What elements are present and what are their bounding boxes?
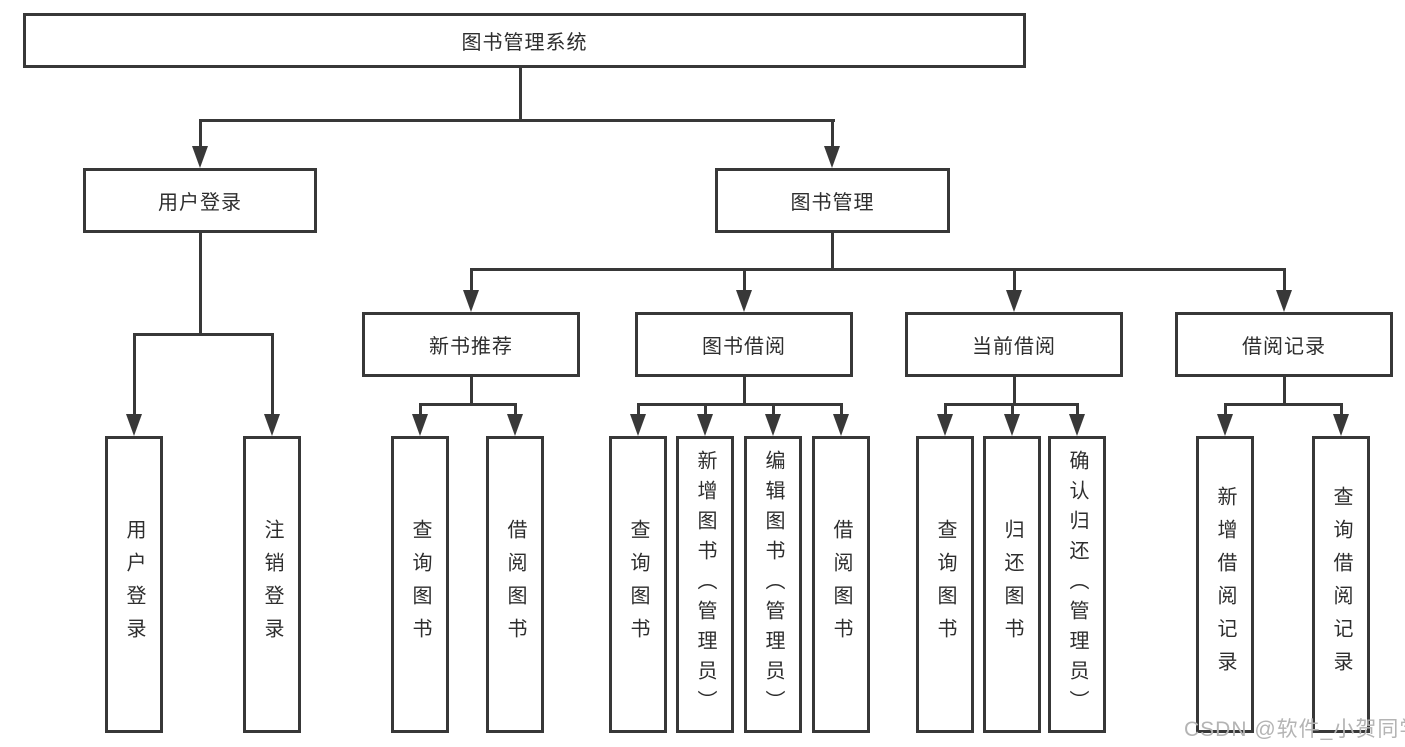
arrow-down-icon — [126, 414, 142, 436]
node-label: 借阅记录 — [1242, 336, 1326, 358]
node-label: 当前借阅 — [972, 336, 1056, 358]
leaf-label: 借阅图书 — [830, 518, 852, 651]
connector-line — [743, 268, 746, 292]
arrow-down-icon — [833, 414, 849, 436]
leaf-borrow-books: 借阅图书 — [812, 436, 870, 733]
connector-line — [840, 403, 843, 418]
leaf-user-login: 用户登录 — [105, 436, 163, 733]
connector-line — [199, 233, 202, 336]
arrow-down-icon — [1004, 414, 1020, 436]
leaf-label: 新增图书（管理员） — [694, 449, 716, 720]
leaf-query-books-recommend: 查询图书 — [391, 436, 449, 733]
connector-line — [772, 403, 775, 418]
leaf-confirm-return-admin: 确认归还（管理员） — [1048, 436, 1106, 733]
leaf-logout: 注销登录 — [243, 436, 301, 733]
connector-line — [1283, 268, 1286, 292]
connector-line — [1076, 403, 1079, 418]
connector-line — [831, 119, 834, 148]
node-new-book-recommend: 新书推荐 — [362, 312, 580, 377]
connector-line — [1224, 403, 1227, 418]
leaf-label: 归还图书 — [1001, 518, 1023, 651]
connector-line — [199, 119, 835, 122]
node-user-login: 用户登录 — [83, 168, 317, 233]
arrow-down-icon — [463, 290, 479, 312]
connector-line — [514, 403, 517, 418]
leaf-add-borrow-record: 新增借阅记录 — [1196, 436, 1254, 733]
leaf-edit-books-admin: 编辑图书（管理员） — [744, 436, 802, 733]
connector-line — [743, 377, 746, 406]
connector-line — [831, 233, 834, 271]
connector-line — [1013, 377, 1016, 406]
node-label: 图书管理 — [790, 192, 875, 214]
connector-line — [470, 377, 473, 406]
connector-line — [199, 119, 202, 148]
connector-line — [470, 268, 473, 292]
arrow-down-icon — [1276, 290, 1292, 312]
leaf-query-books-current: 查询图书 — [916, 436, 974, 733]
leaf-query-borrow-record: 查询借阅记录 — [1312, 436, 1370, 733]
node-library-system: 图书管理系统 — [23, 13, 1026, 68]
node-label: 新书推荐 — [429, 336, 513, 358]
arrow-down-icon — [507, 414, 523, 436]
connector-line — [1013, 268, 1016, 292]
arrow-down-icon — [1333, 414, 1349, 436]
csdn-watermark: CSDN @软件_小贺同学 — [1184, 718, 1405, 741]
connector-line — [271, 333, 274, 416]
leaf-label: 查询借阅记录 — [1330, 485, 1352, 684]
connector-line — [1224, 403, 1343, 406]
arrow-down-icon — [264, 414, 280, 436]
connector-line — [419, 403, 422, 418]
connector-line — [637, 403, 640, 418]
arrow-down-icon — [937, 414, 953, 436]
connector-line — [944, 403, 947, 418]
connector-line — [637, 403, 843, 406]
arrow-down-icon — [630, 414, 646, 436]
node-borrowing-records: 借阅记录 — [1175, 312, 1393, 377]
arrow-down-icon — [1006, 290, 1022, 312]
leaf-add-books-admin: 新增图书（管理员） — [676, 436, 734, 733]
connector-line — [133, 333, 136, 416]
leaf-label: 查询图书 — [934, 518, 956, 651]
arrow-down-icon — [412, 414, 428, 436]
connector-line — [1283, 377, 1286, 406]
leaf-label: 查询图书 — [409, 518, 431, 651]
leaf-label: 新增借阅记录 — [1214, 485, 1236, 684]
leaf-query-books-borrowing: 查询图书 — [609, 436, 667, 733]
arrow-down-icon — [697, 414, 713, 436]
node-book-management: 图书管理 — [715, 168, 950, 233]
leaf-label: 查询图书 — [627, 518, 649, 651]
connector-line — [419, 403, 517, 406]
arrow-down-icon — [192, 146, 208, 168]
leaf-return-books: 归还图书 — [983, 436, 1041, 733]
leaf-label: 注销登录 — [261, 518, 283, 651]
node-label: 用户登录 — [158, 192, 242, 214]
node-label: 图书管理系统 — [461, 32, 588, 54]
arrow-down-icon — [1069, 414, 1085, 436]
connector-line — [470, 268, 1286, 271]
node-book-borrowing: 图书借阅 — [635, 312, 853, 377]
node-current-borrowing: 当前借阅 — [905, 312, 1123, 377]
arrow-down-icon — [765, 414, 781, 436]
leaf-label: 编辑图书（管理员） — [762, 449, 784, 720]
connector-line — [1340, 403, 1343, 418]
connector-line — [519, 68, 522, 121]
arrow-down-icon — [736, 290, 752, 312]
arrow-down-icon — [1217, 414, 1233, 436]
connector-line — [1011, 403, 1014, 418]
leaf-borrow-books-recommend: 借阅图书 — [486, 436, 544, 733]
connector-line — [133, 333, 274, 336]
leaf-label: 借阅图书 — [504, 518, 526, 651]
leaf-label: 确认归还（管理员） — [1066, 449, 1088, 720]
arrow-down-icon — [824, 146, 840, 168]
leaf-label: 用户登录 — [123, 518, 145, 651]
connector-line — [704, 403, 707, 418]
node-label: 图书借阅 — [702, 336, 786, 358]
